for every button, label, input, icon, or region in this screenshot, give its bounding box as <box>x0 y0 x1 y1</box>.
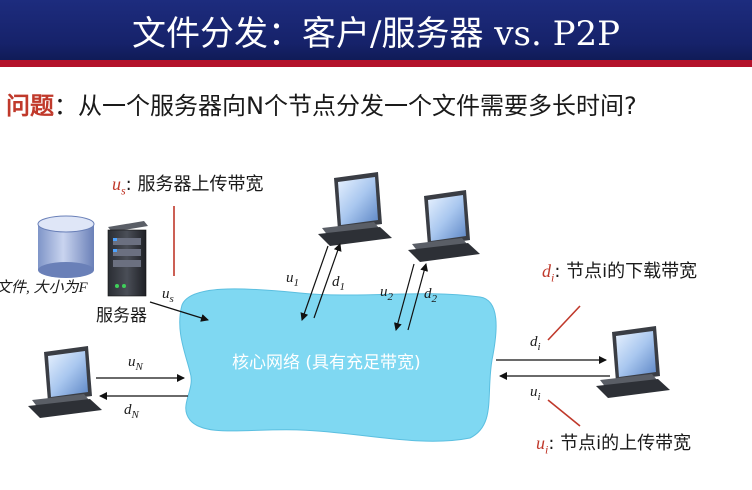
peer-1-computer-icon <box>318 172 392 246</box>
peer-i-computer-icon <box>596 326 670 398</box>
ui-legend: ui: 节点i的上传带宽 <box>536 433 692 457</box>
server-link-label: us <box>162 286 174 305</box>
peer-n-computer-icon <box>28 346 102 418</box>
dN-label: dN <box>124 402 139 421</box>
us-legend: us: 服务器上传带宽 <box>112 174 264 198</box>
u2-arrow <box>393 263 415 331</box>
title-accent-stripe <box>0 60 752 67</box>
file-size-label: 文件, 大小为F <box>0 280 88 296</box>
peer-2-computer-icon <box>408 190 480 262</box>
ui-pointer-line <box>547 399 581 427</box>
network-label: 核心网络 (具有充足带宽) <box>232 353 421 373</box>
core-network-cloud <box>179 288 497 442</box>
server-icon <box>107 221 148 297</box>
di-link-label: di <box>530 334 541 353</box>
slide-title: 文件分发：客户/服务器 vs. P2P <box>132 14 620 54</box>
title-bar <box>0 0 752 62</box>
di-legend: di: 节点i的下载带宽 <box>542 261 698 285</box>
d2-arrow <box>407 263 429 331</box>
d1-arrow <box>313 243 342 319</box>
question-text: ：从一个服务器向N个节点分发一个文件需要多长时间? <box>54 92 637 120</box>
u2-label: u2 <box>380 284 393 303</box>
question-label: 问题 <box>6 92 54 120</box>
di-pointer-line <box>547 305 581 341</box>
uN-label: uN <box>128 354 143 373</box>
d1-label: d1 <box>332 274 345 293</box>
server-caption: 服务器 <box>96 306 147 326</box>
question-line: 问题：从一个服务器向N个节点分发一个文件需要多长时间? <box>6 86 637 121</box>
server-link-arrow <box>149 301 209 322</box>
d2-label: d2 <box>424 286 437 305</box>
file-database-icon <box>37 215 95 278</box>
u1-label: u1 <box>286 270 299 289</box>
u1-arrow <box>300 245 329 321</box>
ui-link-label: ui <box>530 384 541 403</box>
